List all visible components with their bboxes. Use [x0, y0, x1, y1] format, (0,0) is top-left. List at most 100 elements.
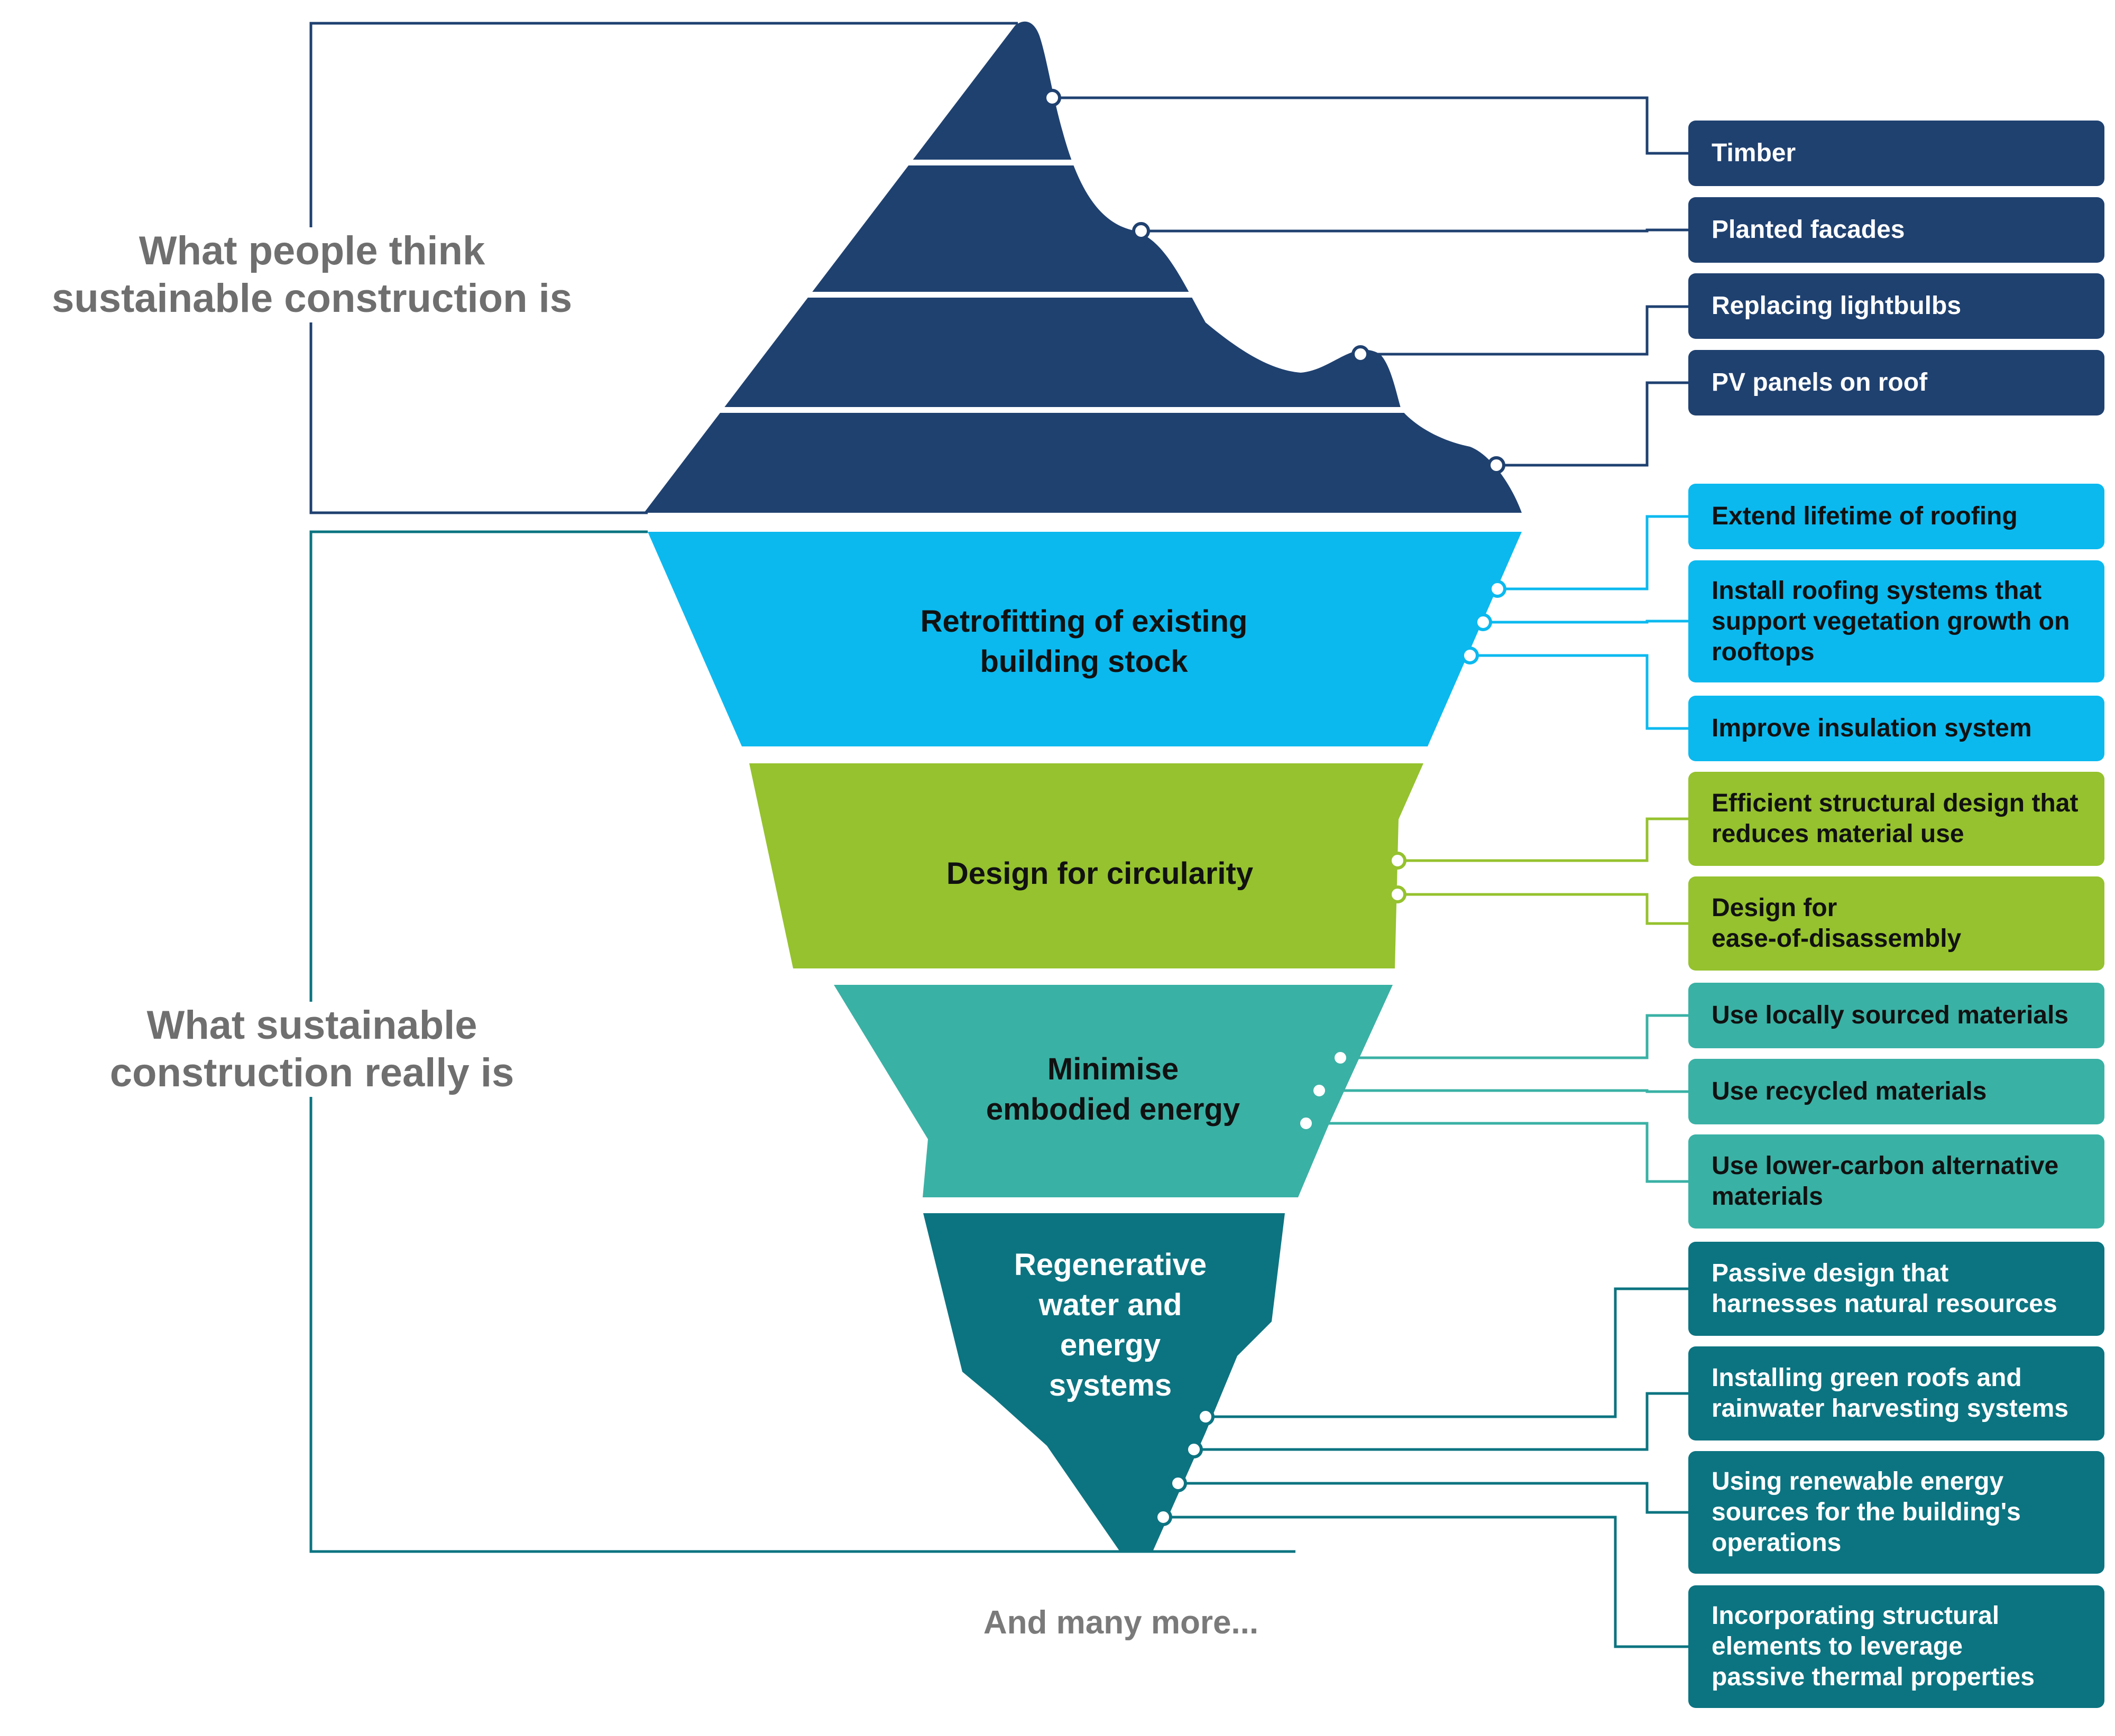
reality-label-line-1: What sustainable — [146, 1003, 477, 1048]
box-structural-thermal: Incorporating structural elements to lev… — [1688, 1585, 2104, 1708]
connector-line-13 — [1206, 1287, 1688, 1418]
box-replacing-lightbulbs: Replacing lightbulbs — [1688, 273, 2104, 339]
connector-line-14 — [1194, 1392, 1688, 1451]
box-green-roofs-rainwater: Installing green roofs and rainwater har… — [1688, 1346, 2104, 1440]
layer-label-regenerative-line-4: systems — [1049, 1368, 1172, 1402]
connector-line-6 — [1483, 620, 1688, 624]
box-pv-panels: PV panels on roof — [1688, 350, 2104, 415]
connector-line-5 — [1497, 515, 1688, 590]
connector-dot-9 — [1388, 885, 1406, 903]
connector-dot-14 — [1185, 1440, 1203, 1458]
layer-retrofit-shape — [648, 532, 1522, 746]
connector-dot-10 — [1331, 1049, 1349, 1067]
perception-label-line-2: sustainable construction is — [52, 276, 572, 321]
connector-dot-13 — [1197, 1408, 1215, 1426]
layer-label-circularity: Design for circularity — [835, 854, 1364, 894]
layer-regenerative-shape — [923, 1213, 1285, 1552]
box-planted-facades: Planted facades — [1688, 197, 2104, 263]
layer-label-regenerative: Regenerative water and energy systems — [899, 1245, 1322, 1406]
box-design-disassembly-line-2: ease-of-disassembly — [1712, 925, 1962, 953]
box-renewable-energy-line-2: sources for the building's — [1712, 1498, 2021, 1526]
box-install-roofing-vegetation-line-2: support vegetation growth on — [1712, 607, 2070, 635]
connector-dot-7 — [1461, 647, 1479, 664]
layer-label-regenerative-line-1: Regenerative — [1014, 1248, 1207, 1282]
box-extend-lifetime-roofing: Extend lifetime of roofing — [1688, 484, 2104, 549]
box-locally-sourced: Use locally sourced materials — [1688, 983, 2104, 1048]
connector-line-3 — [1360, 305, 1688, 356]
box-planted-facades-line-1: Planted facades — [1712, 216, 1905, 244]
box-extend-lifetime-roofing-line-1: Extend lifetime of roofing — [1712, 502, 2018, 530]
box-design-disassembly: Design for ease-of-disassembly — [1688, 876, 2104, 971]
connector-line-11 — [1319, 1089, 1688, 1093]
connector-lines — [1043, 89, 1688, 1648]
box-pv-panels-line-1: PV panels on roof — [1712, 368, 1928, 396]
reality-label-line-2: construction really is — [109, 1050, 514, 1095]
layer-embodied-shape — [834, 985, 1393, 1197]
box-renewable-energy: Using renewable energy sources for the b… — [1688, 1451, 2104, 1574]
box-replacing-lightbulbs-line-1: Replacing lightbulbs — [1712, 292, 1962, 320]
layer-label-circularity-line-1: Design for circularity — [946, 856, 1254, 891]
connector-line-8 — [1397, 817, 1688, 862]
box-improve-insulation-line-1: Improve insulation system — [1712, 714, 2032, 742]
box-passive-design-line-2: harnesses natural resources — [1712, 1290, 2057, 1318]
perception-label: What people think sustainable constructi… — [48, 227, 576, 322]
box-timber-line-1: Timber — [1712, 139, 1796, 167]
connector-dot-1 — [1043, 89, 1061, 107]
box-lower-carbon: Use lower-carbon alternative materials — [1688, 1134, 2104, 1229]
layer-label-retrofit-line-1: Retrofitting of existing — [920, 604, 1248, 639]
box-install-roofing-vegetation-line-3: rooftops — [1712, 638, 1815, 666]
connector-dot-16 — [1154, 1508, 1172, 1526]
connector-dot-2 — [1132, 222, 1150, 240]
tip-stripe-2 — [635, 292, 1322, 298]
box-structural-thermal-line-3: passive thermal properties — [1712, 1663, 2035, 1691]
tip-stripe-3 — [635, 407, 1428, 413]
box-passive-design-line-1: Passive design that — [1712, 1259, 1949, 1287]
connector-line-4 — [1496, 381, 1688, 467]
connector-line-15 — [1178, 1482, 1688, 1514]
perception-label-line-1: What people think — [139, 228, 485, 273]
connector-dot-3 — [1351, 345, 1369, 363]
connector-line-12 — [1306, 1122, 1688, 1183]
layer-label-embodied: Minimise embodied energy — [849, 1049, 1377, 1130]
layer-label-regenerative-line-2: water and — [1038, 1288, 1182, 1322]
layer-label-embodied-line-1: Minimise — [1047, 1052, 1179, 1086]
layer-label-retrofit: Retrofitting of existing building stock — [820, 602, 1348, 682]
connector-line-7 — [1470, 654, 1688, 730]
box-efficient-structural-design-line-2: reduces material use — [1712, 820, 1964, 848]
box-green-roofs-rainwater-line-1: Installing green roofs and — [1712, 1364, 2022, 1392]
connector-dot-8 — [1388, 852, 1406, 870]
box-recycled-materials-line-1: Use recycled materials — [1712, 1077, 1987, 1105]
box-lower-carbon-line-2: materials — [1712, 1183, 1823, 1211]
box-renewable-energy-line-1: Using renewable energy — [1712, 1467, 2004, 1495]
connector-line-16 — [1163, 1516, 1688, 1648]
box-improve-insulation: Improve insulation system — [1688, 696, 2104, 761]
layer-label-retrofit-line-2: building stock — [980, 644, 1188, 679]
box-passive-design: Passive design that harnesses natural re… — [1688, 1242, 2104, 1336]
box-efficient-structural-design-line-1: Efficient structural design that — [1712, 789, 2079, 817]
box-timber: Timber — [1688, 121, 2104, 186]
tip-stripe-1 — [635, 160, 1322, 165]
footer-label: And many more... — [983, 1604, 1259, 1641]
box-design-disassembly-line-1: Design for — [1712, 894, 1837, 922]
box-structural-thermal-line-2: elements to leverage — [1712, 1632, 1963, 1660]
box-structural-thermal-line-1: Incorporating structural — [1712, 1602, 2000, 1630]
iceberg-tip — [644, 21, 1522, 513]
connector-line-10 — [1340, 1014, 1688, 1059]
layer-label-regenerative-line-3: energy — [1060, 1328, 1161, 1362]
connector-dot-11 — [1310, 1082, 1328, 1100]
connector-dot-4 — [1487, 456, 1505, 474]
connector-dot-15 — [1169, 1474, 1187, 1492]
connector-line-1 — [1052, 96, 1688, 155]
layer-circularity-shape — [749, 763, 1423, 968]
connector-dot-6 — [1474, 613, 1492, 631]
box-efficient-structural-design: Efficient structural design that reduces… — [1688, 772, 2104, 866]
layer-label-embodied-line-2: embodied energy — [986, 1092, 1240, 1126]
box-install-roofing-vegetation: Install roofing systems that support veg… — [1688, 560, 2104, 682]
box-renewable-energy-line-3: operations — [1712, 1529, 1842, 1557]
connector-line-9 — [1397, 893, 1688, 925]
connector-dot-5 — [1488, 580, 1506, 598]
box-lower-carbon-line-1: Use lower-carbon alternative — [1712, 1152, 2059, 1180]
box-locally-sourced-line-1: Use locally sourced materials — [1712, 1001, 2068, 1029]
